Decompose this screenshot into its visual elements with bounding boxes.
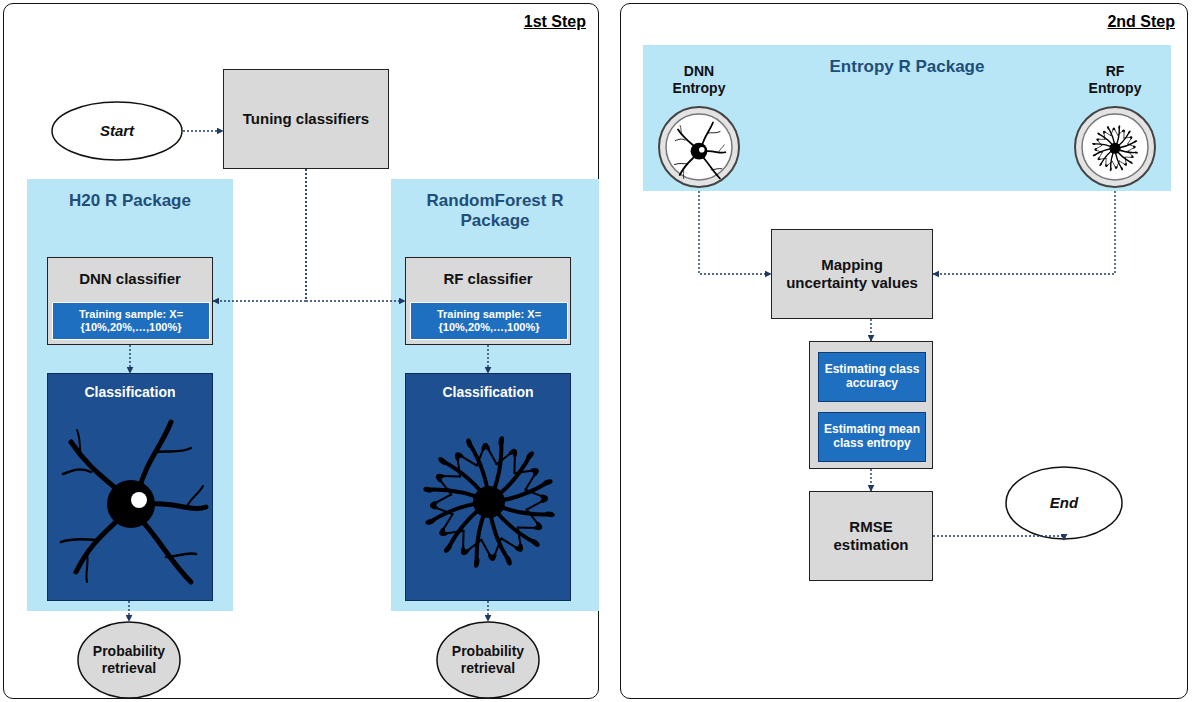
package-band: H20 R PackageDNN classifierTraining samp… [27,179,233,611]
node-label: Classification [84,384,175,401]
flow-connector [183,130,223,131]
node-label: Estimating mean class entropy [823,423,921,451]
node-label: Start [100,122,134,140]
node-label: Probability retrieval [446,643,530,677]
group-box: Estimating class accuracyEstimating mean… [809,341,933,469]
node-label: Estimating class accuracy [823,363,921,391]
entropy-node: RF Entropy [1067,63,1163,191]
sample-tag: Training sample: X={10%,20%,…,100%} [410,302,568,340]
package-band: Entropy R Package DNN Entropy RF Entropy [643,45,1171,191]
node-label: DNN classifier [79,270,181,288]
entropy-icon [657,105,741,189]
node-label: Classification [442,384,533,401]
process-box: Estimating class accuracy [818,352,926,402]
terminator: End [1005,466,1123,540]
sample-tag: Training sample: X={10%,20%,…,100%} [52,302,210,340]
flow-connector [487,601,488,621]
flow-connector [129,345,130,373]
flow-connector [870,469,871,491]
node-label: Entropy R Package [830,57,985,77]
step-panel: 1st StepStart Tuning classifiersH20 R Pac… [3,3,599,699]
node-label: H20 R Package [69,191,191,211]
node-label: RF classifier [443,270,532,288]
flow-connector [213,169,306,301]
flow-connector [699,191,771,274]
node-label: Mapping uncertainty values [780,256,924,292]
package-band: RandomForest R Package RF classifierTrain… [391,179,599,611]
flow-connector [306,169,405,301]
step-panel: 2nd StepEntropy R Package DNN Entropy RF… [620,3,1188,699]
process-box: DNN classifierTraining sample: X={10%,20… [47,257,213,345]
node-label: 1st Step [524,12,586,31]
classification-box: Classification [405,373,571,601]
output-circle: Probability retrieval [77,621,181,699]
flow-connector [128,601,129,621]
neuron-illustration [51,412,211,592]
flow-connector [933,536,1064,540]
output-circle: Probability retrieval [436,621,540,699]
entropy-node: DNN Entropy [651,63,747,191]
process-box: Tuning classifiers [223,69,389,169]
node-label: DNN Entropy [665,63,733,97]
node-label: Training sample: X={10%,20%,…,100%} [57,308,205,333]
node-label: End [1050,494,1078,512]
process-box: Mapping uncertainty values [771,229,933,319]
node-label: RandomForest R Package [405,191,585,232]
process-box: RMSE estimation [809,491,933,581]
entropy-icon [1073,105,1157,189]
node-label: RMSE estimation [818,518,924,554]
node-label: Probability retrieval [87,643,171,677]
terminator: Start [51,101,183,161]
node-label: RF Entropy [1081,63,1149,97]
flow-connector [487,345,488,373]
tree-illustration [409,412,569,592]
node-label: Tuning classifiers [243,110,369,128]
process-box: RF classifierTraining sample: X={10%,20%… [405,257,571,345]
node-label: 2nd Step [1107,12,1175,31]
node-label: Training sample: X={10%,20%,…,100%} [415,308,563,333]
process-box: Estimating mean class entropy [818,412,926,462]
flow-connector [933,191,1115,274]
classification-box: Classification [47,373,213,601]
flow-connector [870,319,871,341]
